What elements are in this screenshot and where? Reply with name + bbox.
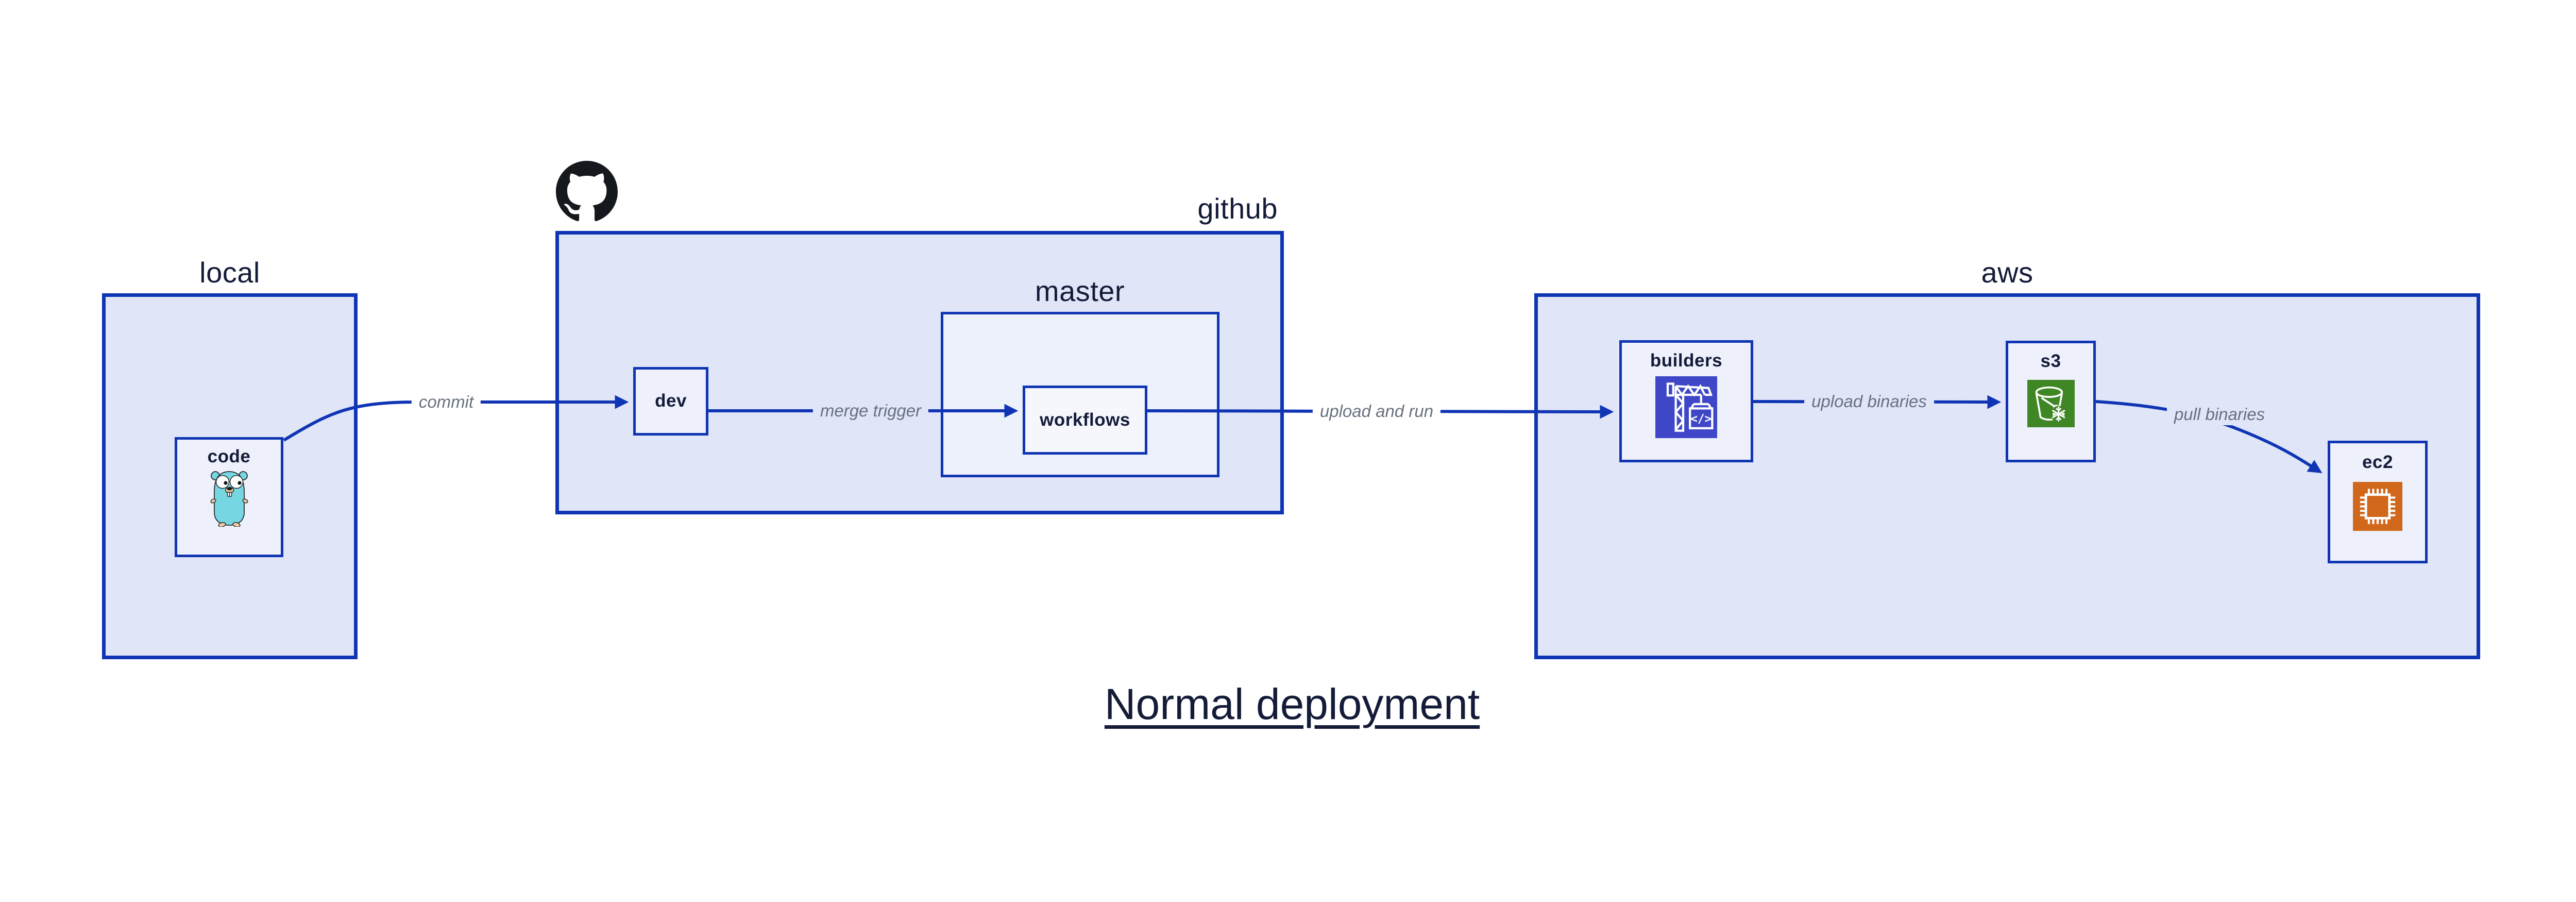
node-ec2-label: ec2 (2362, 452, 2393, 472)
container-label-master: master (1035, 275, 1125, 307)
edge-label-upload-and-run: upload and run (1312, 400, 1441, 422)
node-workflows-label: workflows (1040, 409, 1130, 430)
node-s3-label: s3 (2040, 351, 2061, 371)
node-builders-label: builders (1650, 350, 1723, 371)
svg-text:</>: </> (1690, 412, 1711, 426)
s3-bucket-icon (2027, 379, 2075, 427)
diagram-title: Normal deployment (1104, 680, 1480, 728)
node-ec2: ec2 (2328, 441, 2428, 563)
codebuild-crane-icon: </> (1655, 376, 1717, 438)
node-s3: s3 (2006, 341, 2096, 462)
node-code-label: code (207, 446, 251, 466)
node-dev: dev (633, 367, 708, 436)
container-label-aws: aws (1981, 256, 2033, 289)
go-gopher-icon (210, 471, 248, 527)
node-workflows: workflows (1023, 386, 1147, 455)
node-dev-label: dev (655, 391, 687, 411)
container-label-local: local (199, 256, 260, 289)
node-builders: builders </> (1619, 340, 1753, 462)
edge-label-upload-binaries: upload binaries (1804, 391, 1934, 412)
edge-label-commit: commit (411, 391, 481, 413)
node-code: code (175, 437, 283, 557)
ec2-chip-icon (2353, 481, 2402, 531)
edge-label-merge-trigger: merge trigger (812, 400, 929, 422)
container-label-github: github (1197, 192, 1278, 225)
edge-label-pull-binaries: pull binaries (2166, 404, 2273, 425)
github-octocat-icon (555, 161, 618, 223)
